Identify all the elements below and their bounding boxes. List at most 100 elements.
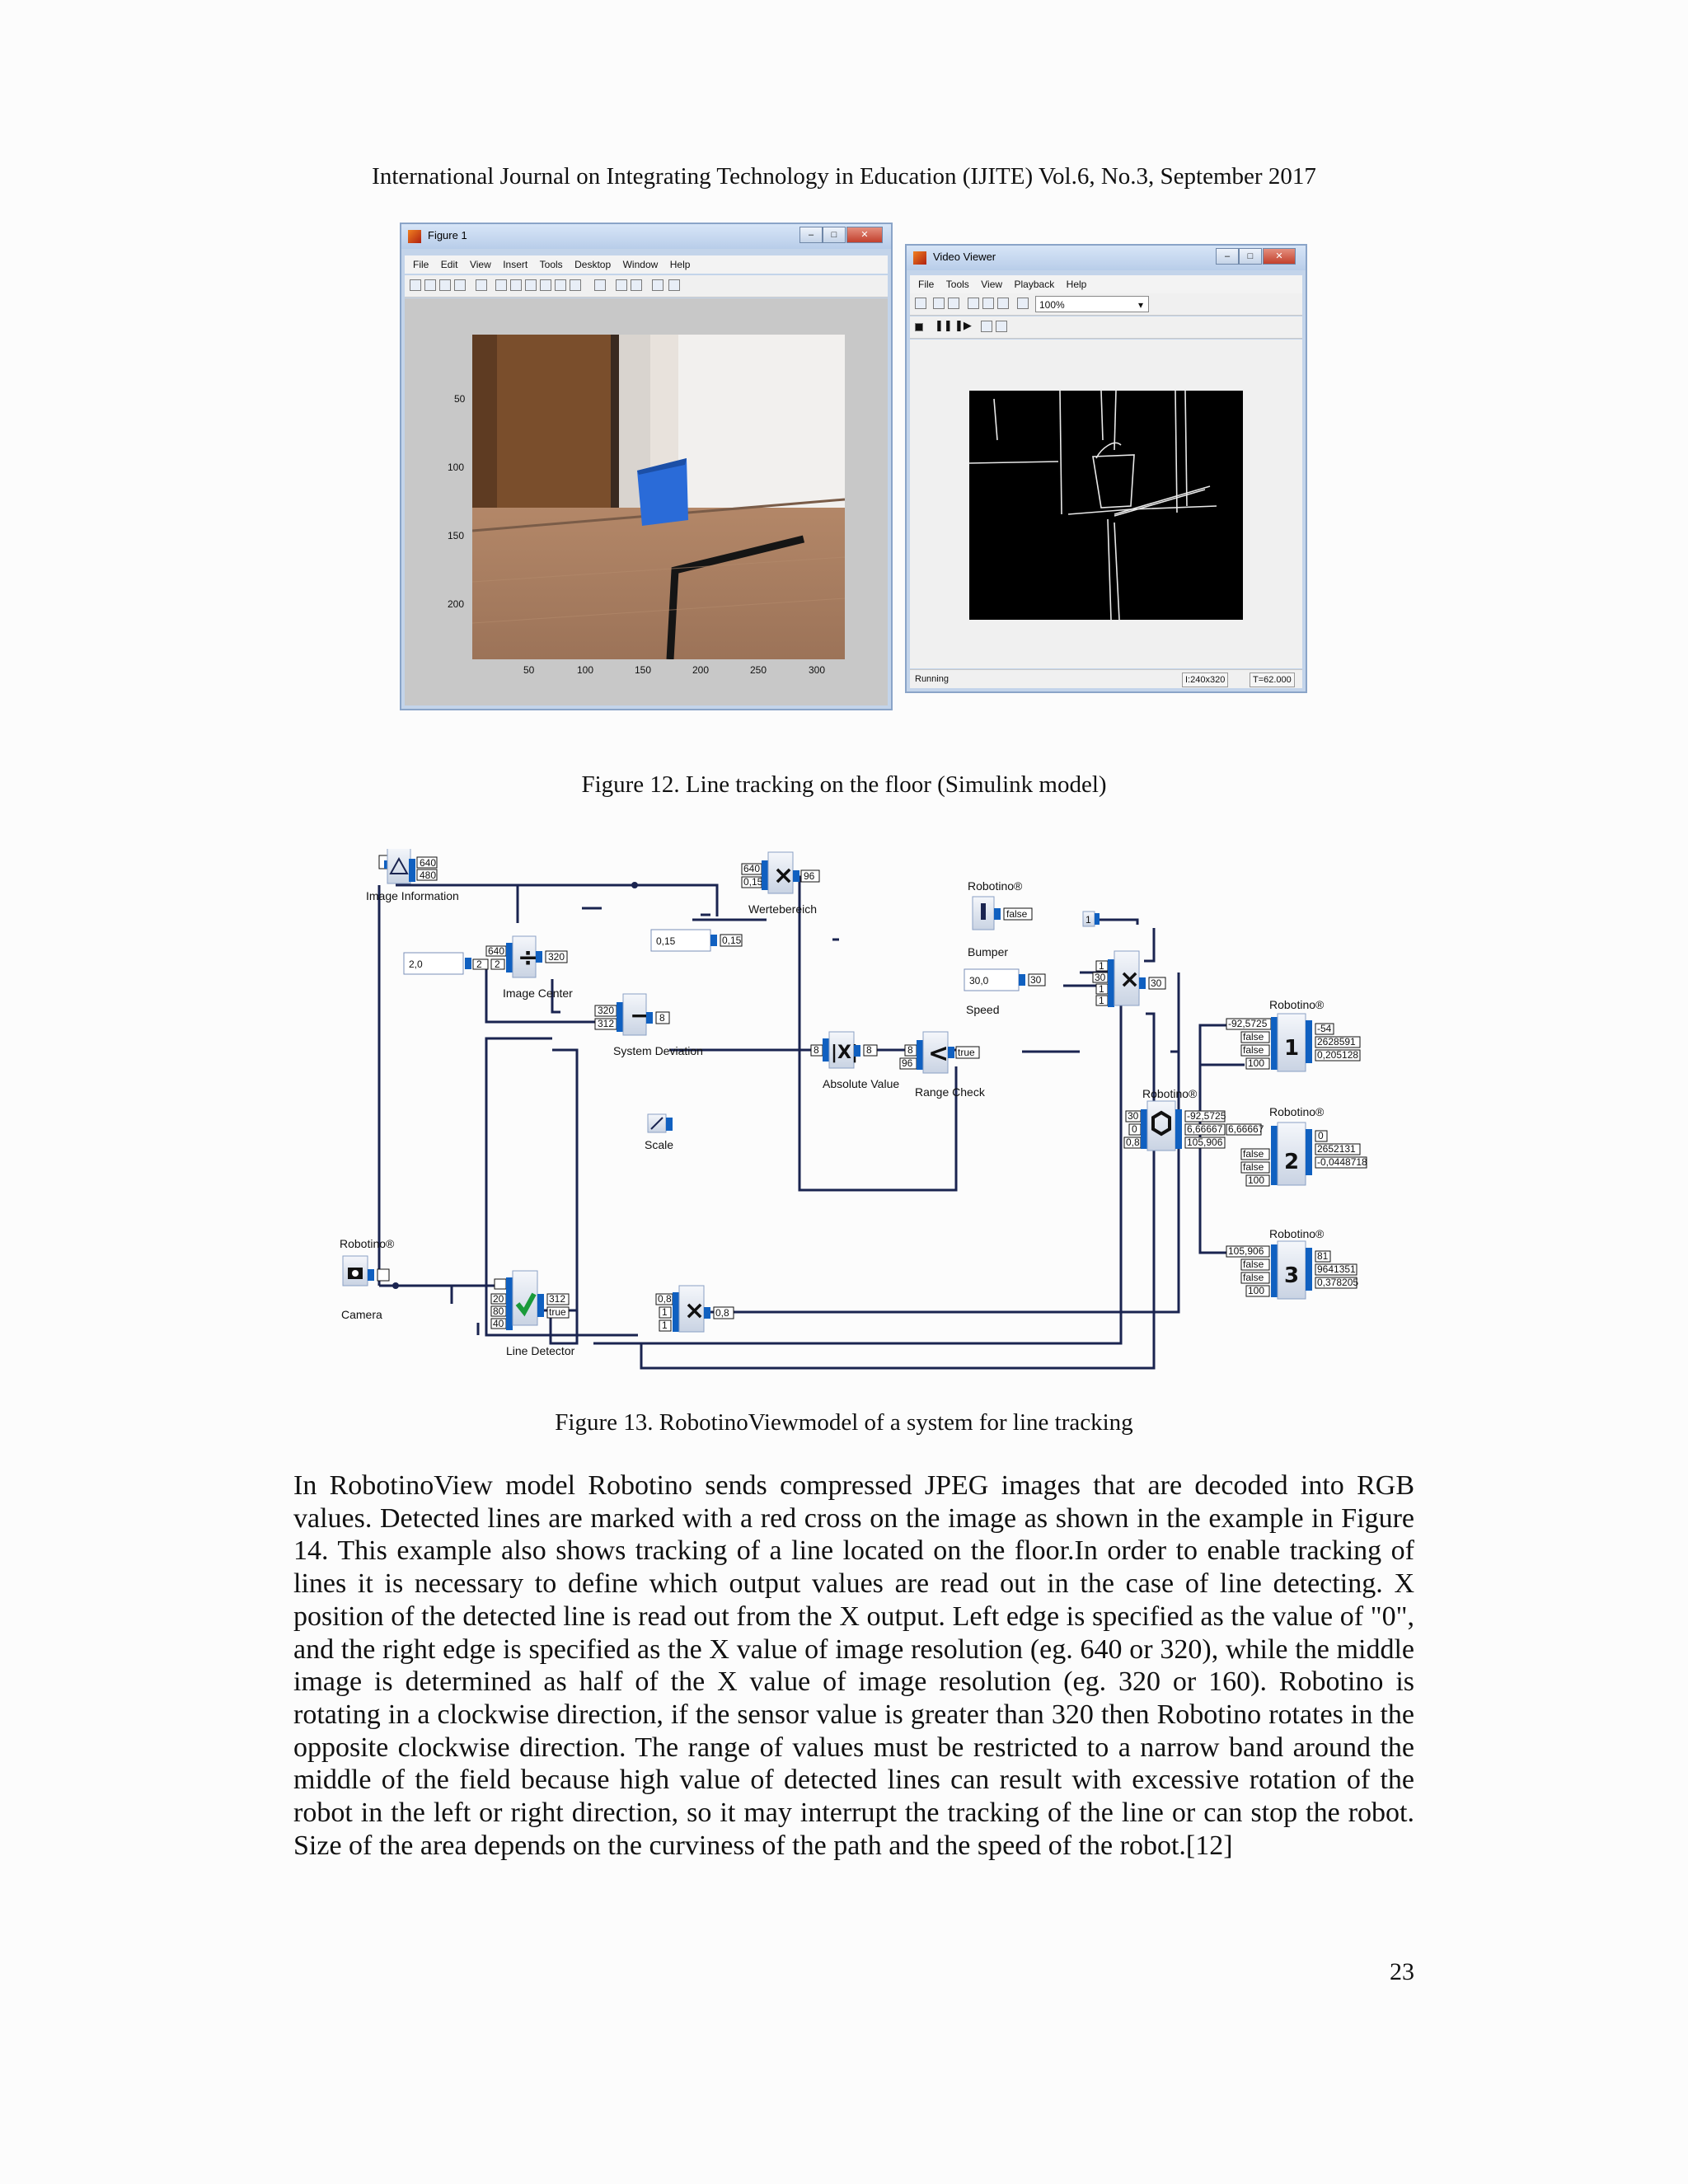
print-icon[interactable]	[454, 279, 466, 291]
m1-out3-value: 0,205128	[1317, 1049, 1358, 1061]
colorbar-icon[interactable]	[616, 279, 627, 291]
abs-icon: |X|	[831, 1043, 858, 1063]
zoom-in-icon[interactable]	[968, 298, 979, 309]
close-button[interactable]: ✕	[1263, 248, 1296, 265]
system-deviation-block[interactable]: 320 312 − 8 System Deviation	[594, 993, 703, 1057]
motor-3-block[interactable]: Robotino® 105,906 false false 100 3 81 9…	[1226, 1227, 1358, 1300]
multiply-icon: ×	[684, 1296, 705, 1325]
ld-out2-value: true	[549, 1306, 566, 1318]
robotino-omni-label: Robotino®	[1142, 1087, 1198, 1100]
speed-block[interactable]: 30,0 30 Speed	[964, 968, 1046, 1016]
step-forward-icon[interactable]: ❚▶	[954, 319, 972, 331]
menu-help[interactable]: Help	[1066, 279, 1087, 290]
zoom-select[interactable]: 100% ▾	[1035, 296, 1149, 312]
menu-tools[interactable]: Tools	[945, 279, 969, 290]
pointer-icon[interactable]	[476, 279, 487, 291]
hide-plot-tools-icon[interactable]	[652, 279, 663, 291]
minimize-button[interactable]: –	[1216, 248, 1239, 265]
scale-in3-value: 1	[662, 1319, 668, 1331]
figure-titlebar[interactable]: Figure 1 – □ ✕	[401, 224, 891, 249]
y-tick: 200	[448, 598, 465, 610]
menu-tools[interactable]: Tools	[539, 259, 563, 270]
fit-icon[interactable]	[1017, 298, 1029, 309]
pan-icon[interactable]	[997, 298, 1009, 309]
menu-playback[interactable]: Playback	[1014, 279, 1055, 290]
show-plot-tools-icon[interactable]	[668, 279, 680, 291]
menu-file[interactable]: File	[918, 279, 935, 290]
matlab-icon	[408, 230, 421, 243]
minimize-button[interactable]: –	[799, 227, 823, 243]
menu-desktop[interactable]: Desktop	[574, 259, 612, 270]
mul-in3-value: 1	[1099, 983, 1104, 995]
image-center-block[interactable]: 640 2 ÷ 320 Image Center	[485, 935, 573, 1000]
video-viewer-window: Video Viewer – □ ✕ File Tools View Playb…	[905, 244, 1307, 693]
constant-block[interactable]: 0,15 0,15	[650, 929, 743, 952]
highlight-icon[interactable]	[996, 321, 1007, 332]
image-information-block[interactable]: 640 480 Image Information	[366, 849, 459, 902]
maximize-button[interactable]: □	[823, 227, 846, 243]
zoom-out-icon[interactable]	[510, 279, 522, 291]
pause-icon[interactable]: ❚❚	[935, 319, 953, 331]
scale-multiply-block[interactable]: 0,8 1 1 × 0,8	[655, 1285, 734, 1333]
viewer-titlebar[interactable]: Video Viewer – □ ✕	[907, 246, 1306, 270]
open-icon[interactable]	[424, 279, 436, 291]
motor-1-block[interactable]: Robotino® -92,5725 false false 100 1 -54…	[1226, 998, 1361, 1072]
page-number: 23	[1390, 1958, 1414, 1985]
m2-in2-value: false	[1243, 1148, 1264, 1160]
print-icon[interactable]	[915, 298, 926, 309]
robotino-motor2-label: Robotino®	[1269, 1105, 1325, 1118]
range-check-block[interactable]: 8 96 < true Range Check	[899, 1031, 986, 1099]
figure-12-caption: Figure 12. Line tracking on the floor (S…	[581, 771, 1107, 798]
menu-window[interactable]: Window	[622, 259, 659, 270]
robotino-bumper-label: Robotino®	[968, 879, 1023, 893]
ld-in3-value: 40	[493, 1318, 504, 1329]
rotate-icon[interactable]	[540, 279, 551, 291]
menu-edit[interactable]: Edit	[440, 259, 458, 270]
center-out-value: 320	[548, 951, 565, 963]
speed-out-value: 30	[1030, 974, 1042, 986]
speed-multiply-block[interactable]: 1 30 1 1 × 30	[1092, 950, 1166, 1007]
camera-block[interactable]: Robotino® Camera	[340, 1237, 395, 1321]
mul-out-value: 30	[1151, 977, 1162, 989]
motor-2-block[interactable]: Robotino® false false 100 2 0 2652131 -0…	[1240, 1105, 1367, 1187]
menu-insert[interactable]: Insert	[503, 259, 528, 270]
divisor-input-block[interactable]: 2,0 2	[403, 952, 489, 975]
omnidrive-block[interactable]: Robotino® 30 0 0,8 -92,5725 6,66667 6,66…	[1123, 1087, 1264, 1151]
scale-block[interactable]: Scale	[645, 1113, 673, 1151]
wertebereich-block[interactable]: 640 0,15 × 96 Wertebereich	[741, 851, 820, 916]
info-icon[interactable]	[933, 298, 945, 309]
new-icon[interactable]	[410, 279, 421, 291]
legend-icon[interactable]	[631, 279, 642, 291]
img-h-value: 480	[420, 869, 436, 881]
rc-in1-value: 8	[907, 1044, 913, 1056]
stop-icon[interactable]	[915, 323, 923, 331]
wb-in2-value: 0,15	[743, 876, 763, 888]
save-icon[interactable]	[439, 279, 451, 291]
brush-icon[interactable]	[570, 279, 581, 291]
bumper-not-value: 1	[1085, 914, 1091, 926]
scale-in1-value: 0,8	[658, 1293, 672, 1305]
menu-view[interactable]: View	[469, 259, 491, 270]
menu-view[interactable]: View	[981, 279, 1003, 290]
pan-icon[interactable]	[525, 279, 537, 291]
resolution-readout: I:240x320	[1182, 673, 1229, 687]
m1-in2-value: false	[1243, 1031, 1264, 1043]
menu-help[interactable]: Help	[669, 259, 691, 270]
close-button[interactable]: ✕	[846, 227, 883, 243]
data-cursor-icon[interactable]	[555, 279, 566, 291]
zoom-out-icon[interactable]	[982, 298, 994, 309]
omni-in1-value: 30	[1128, 1110, 1139, 1122]
bumper-block[interactable]: Robotino® false 1 Bumper	[968, 879, 1100, 958]
export-icon[interactable]	[948, 298, 959, 309]
link-icon[interactable]	[594, 279, 606, 291]
maximize-button[interactable]: □	[1239, 248, 1262, 265]
line-detector-block[interactable]: 20 80 40 312 true Line Detector	[490, 1270, 575, 1357]
absolute-value-block[interactable]: 8 |X| 8 Absolute Value	[810, 1031, 899, 1090]
x-tick: 50	[523, 664, 535, 676]
snapshot-icon[interactable]	[981, 321, 992, 332]
zoom-in-icon[interactable]	[495, 279, 507, 291]
figure-13-caption: Figure 13. RobotinoViewmodel of a system…	[555, 1409, 1133, 1436]
line-detector-label: Line Detector	[506, 1344, 575, 1357]
m1-out1-value: -54	[1317, 1023, 1332, 1034]
menu-file[interactable]: File	[413, 259, 429, 270]
